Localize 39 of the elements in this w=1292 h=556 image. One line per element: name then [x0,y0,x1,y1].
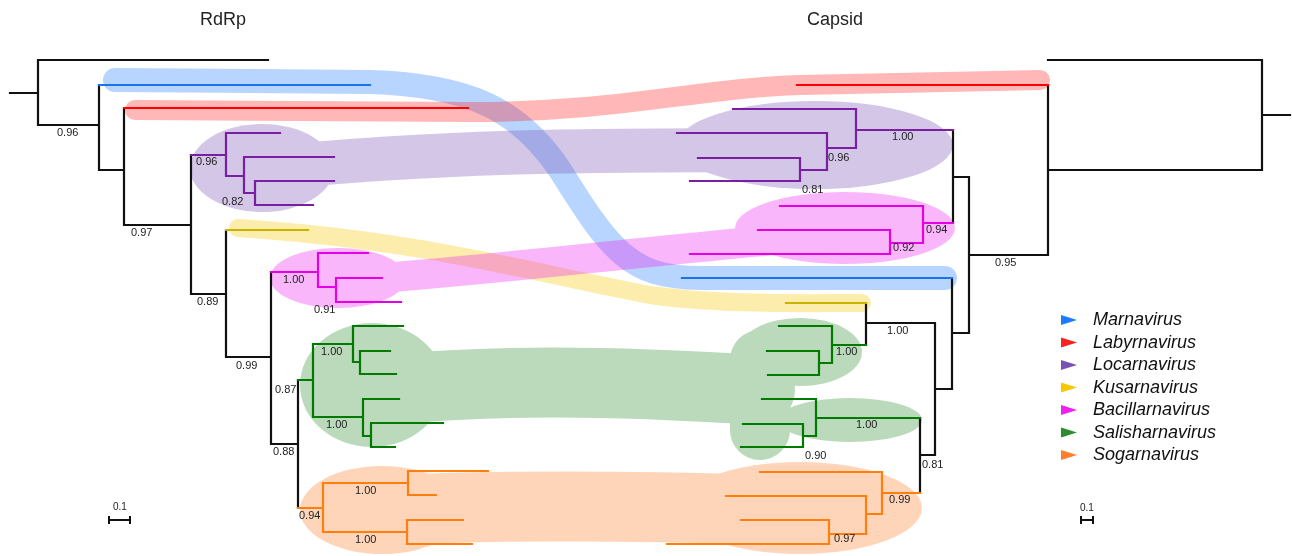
support-value: 0.82 [222,196,244,207]
support-value: 1.00 [321,346,343,357]
support-value: 0.96 [57,127,79,138]
support-value: 0.99 [889,494,911,505]
legend-label: Bacillarnavirus [1093,400,1211,418]
support-value: 0.96 [828,152,850,163]
support-value: 1.00 [887,325,909,336]
legend-label: Locarnavirus [1093,355,1197,373]
tree-title: RdRp [200,10,247,28]
support-value: 1.00 [326,419,348,430]
tree-title: Capsid [807,10,864,28]
legend-label: Marnavirus [1093,310,1183,328]
legend-label: Kusarnavirus [1093,377,1199,396]
support-value: 0.88 [273,446,295,457]
legend-label: Salisharnavirus [1093,422,1217,441]
legend-label: Sogarnavirus [1093,445,1200,463]
support-value: 0.96 [196,156,218,167]
support-value: 0.87 [275,384,297,395]
support-value: 0.91 [314,304,336,315]
support-value: 0.97 [131,227,153,238]
support-value: 0.97 [834,533,856,544]
support-value: 1.00 [283,274,305,285]
support-value: 1.00 [836,346,858,357]
legend-label: Labyrnavirus [1093,332,1197,351]
support-value: 0.94 [299,510,321,521]
support-value: 0.95 [995,257,1017,268]
scale-bar-label: 0.1 [113,502,127,512]
support-value: 0.92 [893,242,915,253]
support-value: 1.00 [355,534,377,545]
support-value: 1.00 [892,131,914,142]
support-value: 0.81 [922,459,944,470]
support-value: 0.81 [802,184,824,195]
support-value: 1.00 [856,419,878,430]
support-value: 0.89 [197,296,219,307]
support-value: 0.94 [926,224,948,235]
support-value: 0.90 [805,450,827,461]
support-value: 0.99 [236,360,258,371]
support-value: 1.00 [355,485,377,496]
scale-bar-label: 0.1 [1080,503,1094,513]
